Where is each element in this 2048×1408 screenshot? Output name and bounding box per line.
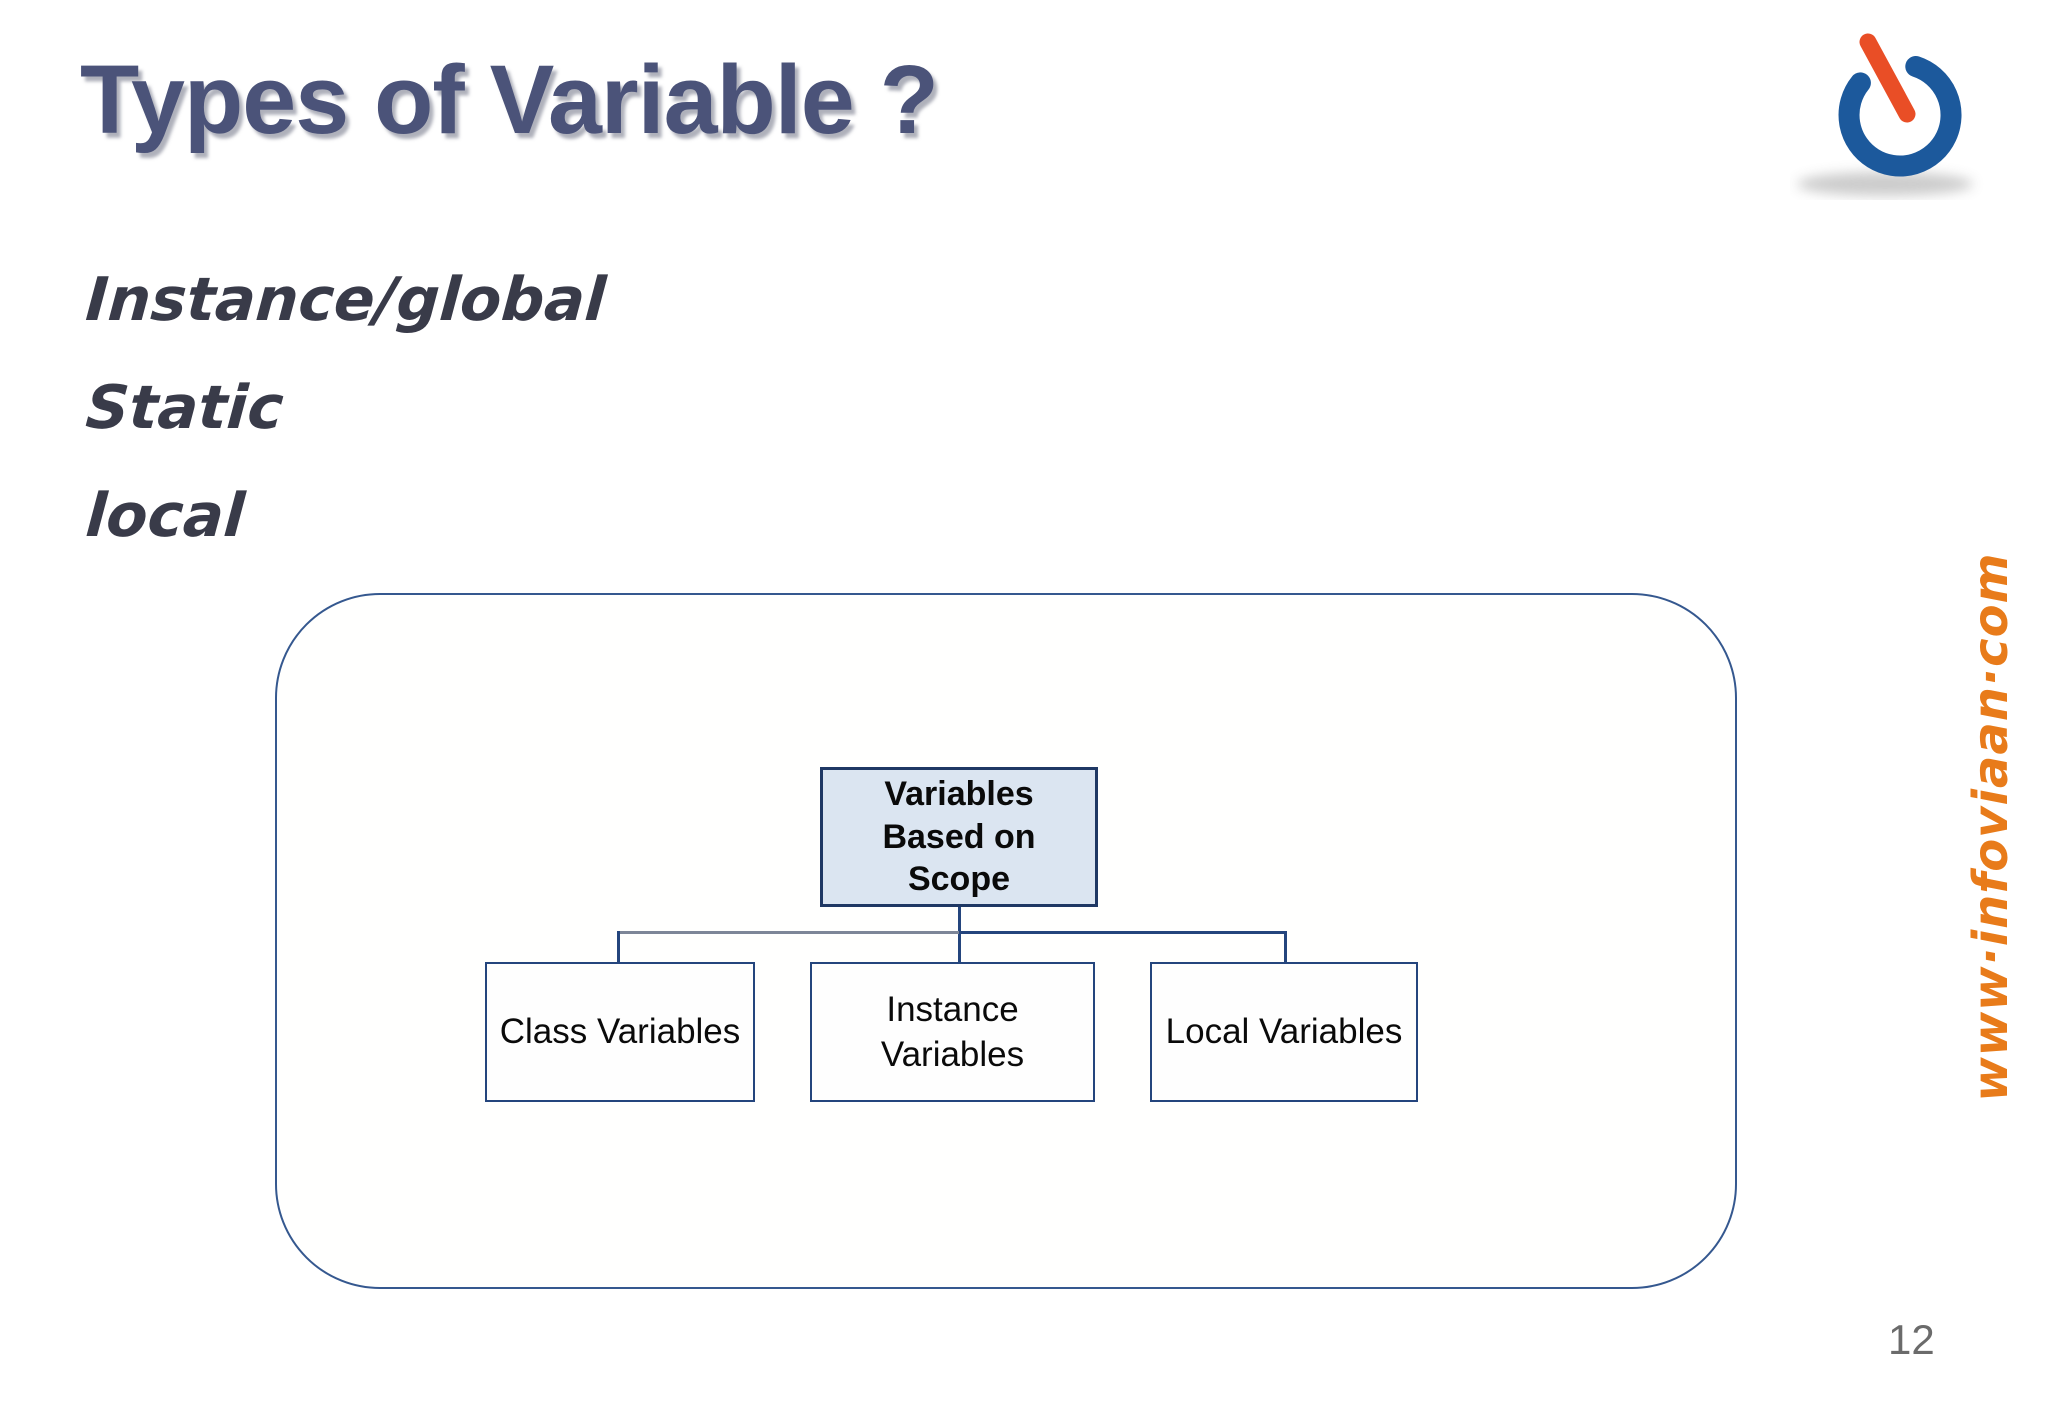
connector-horizontal-left (617, 931, 959, 934)
bullet-instance-global: Instance/global (83, 265, 609, 335)
diagram-label-local-variables: Local Variables (1165, 1012, 1403, 1052)
page-title: Types of Variable ? (80, 45, 939, 154)
diagram-box-class-variables: Class Variables (485, 962, 755, 1102)
infoviaan-logo (1797, 33, 1973, 196)
diagram-root-label: Variables Based on Scope (882, 775, 1036, 899)
diagram-box-local-variables: Local Variables (1150, 962, 1418, 1102)
page-number: 12 (1888, 1316, 1935, 1363)
power-ring-icon (1838, 56, 1962, 177)
bullet-static: Static (83, 373, 286, 443)
diagram-box-instance-variables: Instance Variables (810, 962, 1095, 1102)
connector-parent-drop (958, 906, 961, 964)
power-bar-icon (1859, 33, 1916, 123)
connector-drop-class (617, 931, 620, 964)
connector-drop-local (1284, 931, 1287, 964)
diagram-label-class-variables: Class Variables (499, 1012, 741, 1052)
diagram-panel (275, 593, 1737, 1289)
website-watermark: www·infoviaan·com (1963, 552, 2019, 1102)
diagram-label-instance-variables: Instance Variables (880, 989, 1025, 1075)
diagram-root-box: Variables Based on Scope (820, 767, 1098, 907)
bullet-local: local (83, 481, 247, 551)
logo-shadow (1797, 172, 1973, 196)
connector-horizontal-right (959, 931, 1286, 934)
bullet-list: Instance/global Static local (84, 246, 608, 570)
